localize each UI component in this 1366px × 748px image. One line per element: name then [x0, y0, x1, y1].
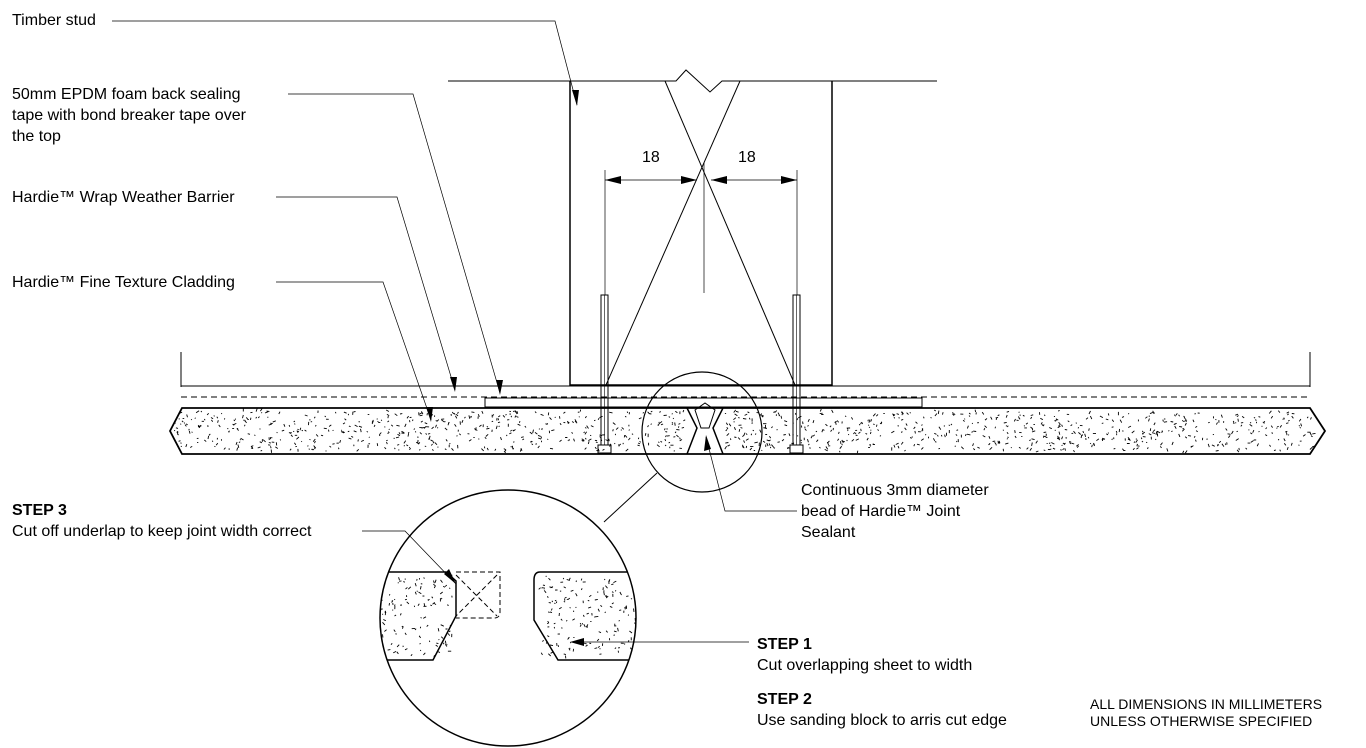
- label-sealant-line1: Continuous 3mm diameter: [801, 482, 989, 499]
- cladding-texture: [174, 408, 1316, 454]
- cladding-sheet: [168, 407, 1327, 455]
- label-epdm-tape-line1: 50mm EPDM foam back sealing: [12, 86, 241, 103]
- step3-text: Cut off underlap to keep joint width cor…: [12, 523, 312, 540]
- label-epdm-tape-line3: the top: [12, 128, 61, 145]
- enlarged-detail-circle: [379, 489, 637, 747]
- detail-underlap-dashed: [456, 571, 501, 619]
- cladding-joint: [686, 407, 698, 455]
- step2-text: Use sanding block to arris cut edge: [757, 712, 1007, 729]
- cladding-joint: [712, 407, 724, 455]
- leader-cladding: [276, 281, 432, 421]
- label-sealant-line2: bead of Hardie™ Joint: [801, 503, 961, 520]
- label-wrap-barrier: Hardie™ Wrap Weather Barrier: [12, 189, 235, 206]
- label-epdm-tape-line2: tape with bond breaker tape over: [12, 107, 246, 124]
- dimension-left-value: 18: [642, 149, 660, 166]
- nail-head: [789, 444, 804, 454]
- label-sealant-line3: Sealant: [801, 524, 856, 541]
- stud-cross-line: [605, 80, 741, 386]
- label-cladding: Hardie™ Fine Texture Cladding: [12, 274, 235, 291]
- stud-top-line: [448, 69, 937, 93]
- leader-sealant: [705, 436, 797, 512]
- detail-connector: [603, 472, 658, 523]
- step1-title: STEP 1: [757, 636, 812, 653]
- detail-right-sheet: [533, 571, 636, 661]
- step2-title: STEP 2: [757, 691, 812, 708]
- nail-head: [597, 444, 612, 454]
- stud-cross-line: [664, 80, 796, 386]
- joint-detail-marker: [641, 371, 763, 493]
- note-line1: ALL DIMENSIONS IN MILLIMETERS: [1090, 696, 1323, 712]
- label-timber-stud: Timber stud: [12, 12, 96, 29]
- leader-epdm-tape: [288, 93, 501, 394]
- leader-timber-stud: [112, 20, 578, 106]
- sealant-bead: [694, 402, 716, 429]
- epdm-tape: [484, 397, 923, 408]
- leader-wrap-barrier: [276, 196, 456, 391]
- detail-underlap-cross: [455, 574, 498, 617]
- step1-text: Cut overlapping sheet to width: [757, 657, 973, 674]
- note-line2: UNLESS OTHERWISE SPECIFIED: [1090, 713, 1313, 729]
- leader-step3: [362, 530, 457, 585]
- dimension-right-value: 18: [738, 149, 756, 166]
- detail-texture: [380, 573, 636, 659]
- step3-title: STEP 3: [12, 502, 67, 519]
- timber-stud: [569, 81, 833, 386]
